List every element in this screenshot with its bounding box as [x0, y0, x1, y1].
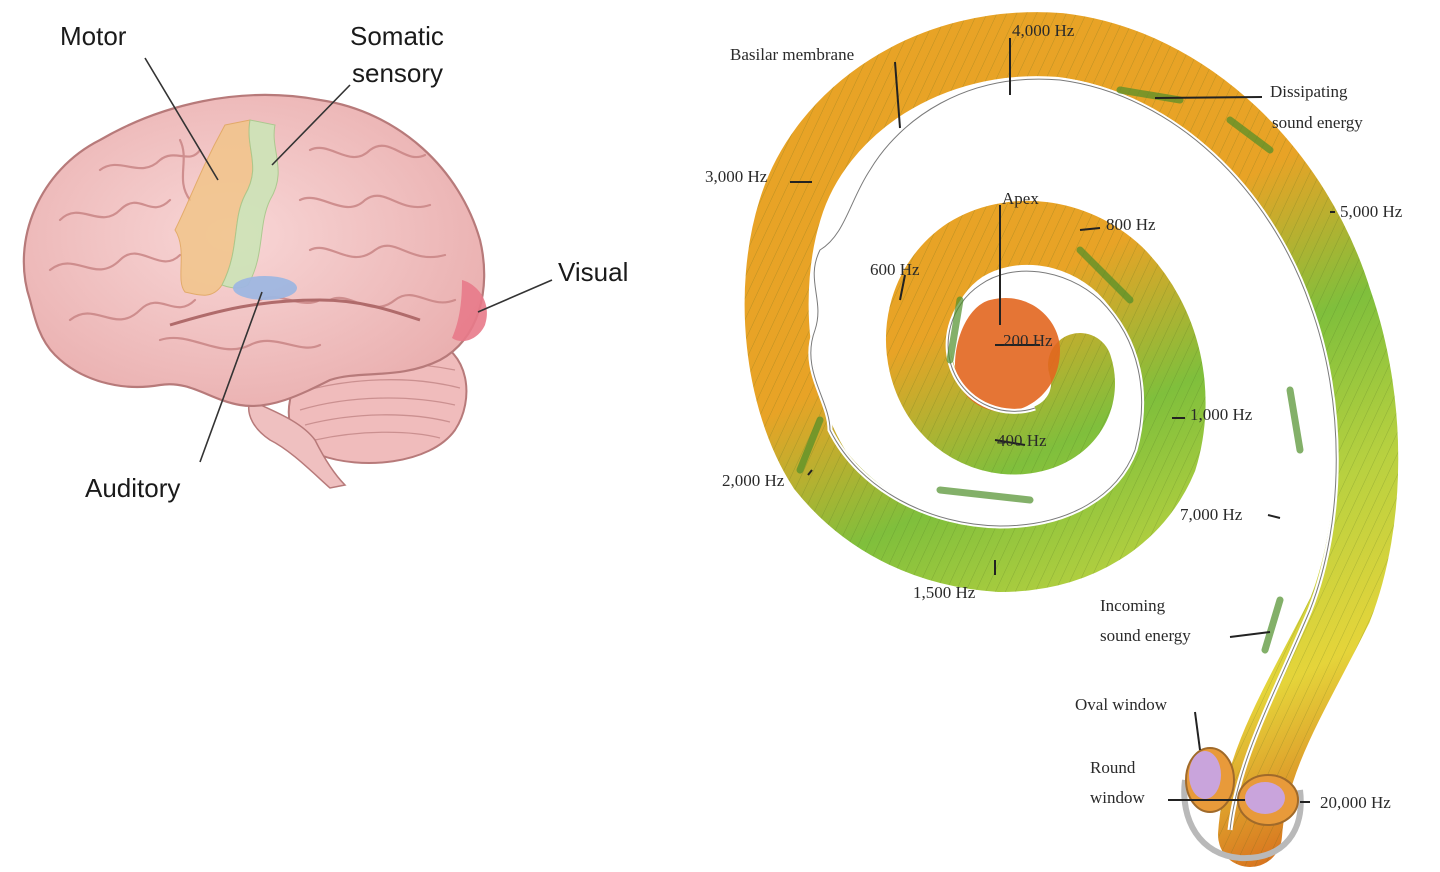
cochlea-leader-lines: [790, 38, 1335, 803]
label-200hz: 200 Hz: [1003, 331, 1053, 350]
label-dissipating-line2: sound energy: [1272, 113, 1363, 132]
label-round-line2: window: [1090, 788, 1146, 807]
auditory-leader-line: [199, 291, 263, 463]
label-1500hz: 1,500 Hz: [913, 583, 976, 602]
label-5000hz: 5,000 Hz: [1340, 202, 1403, 221]
label-1000hz: 1,000 Hz: [1190, 405, 1253, 424]
somatic-label-line1: Somatic: [350, 21, 444, 51]
visual-cortex-region: [452, 280, 488, 342]
label-round-line1: Round: [1090, 758, 1136, 777]
cochlea-illustration: [744, 12, 1399, 867]
label-apex: Apex: [1002, 189, 1039, 208]
label-2000hz: 2,000 Hz: [722, 471, 785, 490]
label-oval-window: Oval window: [1075, 695, 1168, 714]
label-600hz: 600 Hz: [870, 260, 920, 279]
label-basilar-membrane: Basilar membrane: [730, 45, 854, 64]
visual-label: Visual: [558, 257, 628, 287]
label-7000hz: 7,000 Hz: [1180, 505, 1243, 524]
visual-leader-line: [477, 279, 553, 313]
auditory-cortex-region: [233, 276, 297, 300]
label-dissipating-line1: Dissipating: [1270, 82, 1348, 101]
motor-label: Motor: [60, 21, 127, 51]
cochlea-apex-region: [955, 298, 1060, 412]
label-4000hz: 4,000 Hz: [1012, 21, 1075, 40]
auditory-label: Auditory: [85, 473, 180, 503]
somatic-leader-line: [271, 84, 351, 166]
label-incoming-line2: sound energy: [1100, 626, 1191, 645]
brainstem: [248, 398, 347, 489]
label-400hz: 400 Hz: [997, 431, 1047, 450]
label-800hz: 800 Hz: [1106, 215, 1156, 234]
motor-leader-line: [144, 57, 219, 181]
brain-illustration: [22, 93, 488, 489]
label-incoming-line1: Incoming: [1100, 596, 1166, 615]
label-20000hz: 20,000 Hz: [1320, 793, 1391, 812]
label-3000hz: 3,000 Hz: [705, 167, 768, 186]
somatic-label-line2: sensory: [352, 58, 443, 88]
cochlea-base-tube: [1181, 779, 1304, 862]
